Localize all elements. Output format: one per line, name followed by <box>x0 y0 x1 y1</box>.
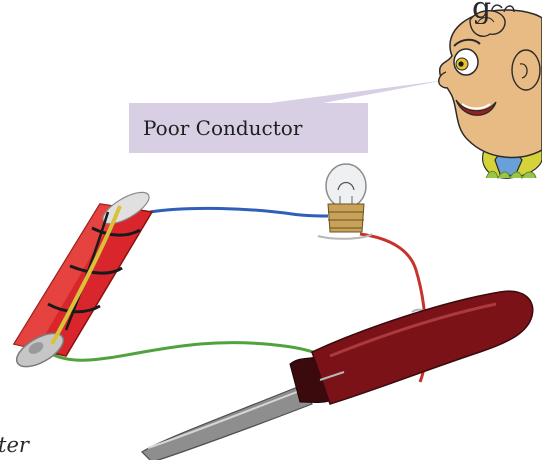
light-bulb-icon <box>318 164 372 239</box>
battery-icon <box>11 186 153 373</box>
speech-pointer <box>262 80 446 104</box>
cartoon-boy-icon <box>439 5 542 178</box>
blue-wire <box>150 208 328 216</box>
screwdriver-icon <box>142 291 533 460</box>
poor-conductor-label: Poor Conductor <box>129 103 368 153</box>
heading-fragment-text: g <box>472 0 542 24</box>
caption-fragment-text: ter <box>0 433 29 457</box>
